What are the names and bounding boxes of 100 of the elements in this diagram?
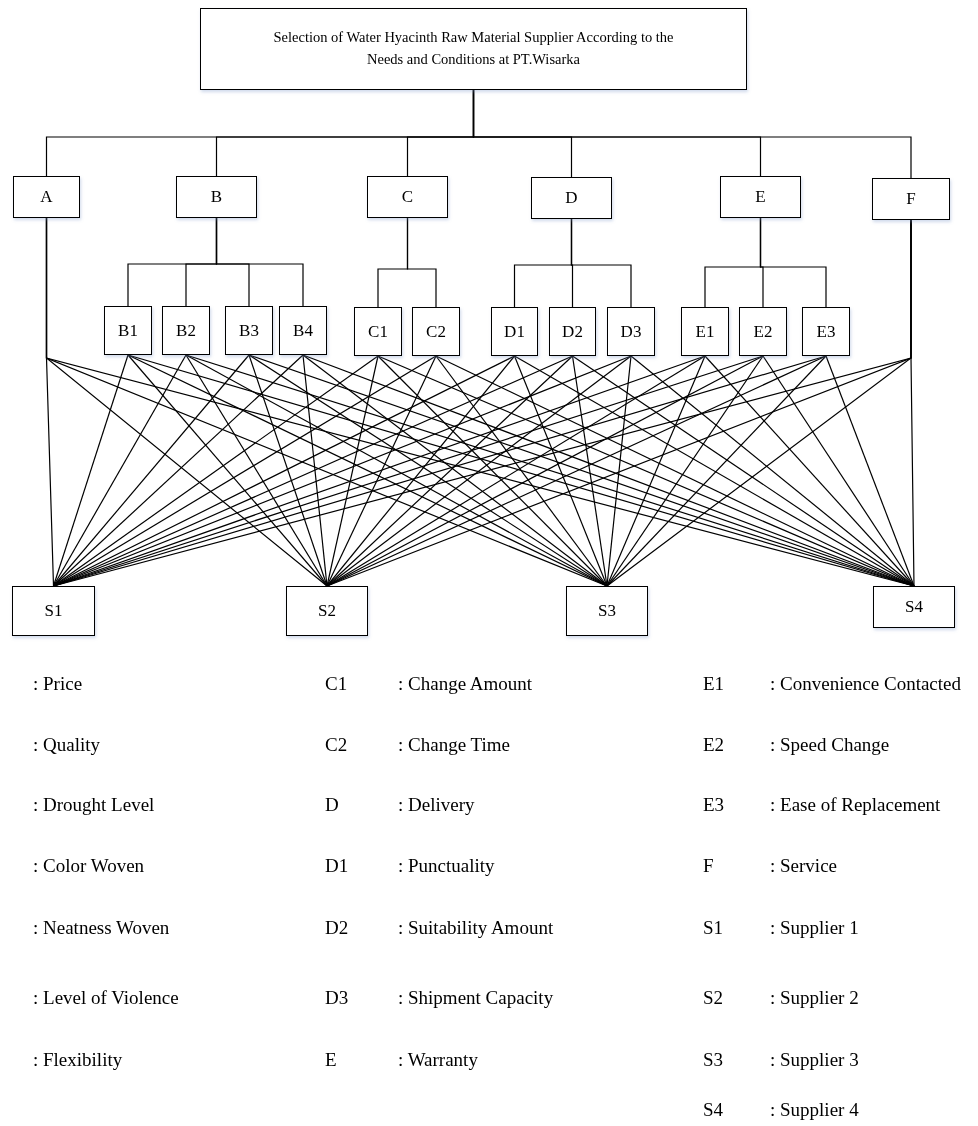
node-label: Selection of Water Hyacinth Raw Material Supplier According to the Needs and Conditions at PT.Wisarka (272, 28, 675, 69)
connector-line (326, 355, 516, 587)
connector-line (606, 355, 706, 587)
connector-line (472, 89, 912, 179)
legend-description: : Suitability Amount (398, 917, 554, 939)
connector-line (606, 355, 827, 587)
node-label: D (565, 187, 578, 210)
criterion-box (104, 306, 152, 355)
node-label: A (40, 186, 53, 209)
criterion-box (549, 307, 596, 356)
legend-code: E3 (703, 794, 725, 816)
legend-description: : Supplier 2 (770, 987, 859, 1009)
legend-code: S4 (703, 1099, 724, 1121)
legend-code: C1 (325, 673, 348, 695)
legend-description: : Color Woven (33, 855, 145, 877)
criterion-box (367, 176, 448, 218)
connector-line (759, 217, 827, 308)
connector-line (825, 355, 915, 587)
legend-code: D2 (325, 917, 349, 939)
criterion-box (802, 307, 850, 356)
legend-code: S1 (703, 917, 724, 939)
legend-description: : Change Amount (398, 673, 533, 695)
legend-code: D (325, 794, 339, 816)
connector-line (570, 218, 632, 308)
node-label: D3 (620, 320, 642, 343)
connector-line (326, 355, 437, 587)
criterion-box (225, 306, 273, 355)
connector-line (704, 355, 915, 587)
criterion-box (279, 306, 327, 355)
node-label: E3 (816, 320, 836, 343)
node-label: E2 (753, 320, 773, 343)
legend-description: : Speed Change (770, 734, 890, 756)
connector-line (606, 355, 632, 587)
legend-description: : Flexibility (33, 1049, 123, 1071)
node-label: C1 (368, 320, 388, 343)
criterion-box (531, 177, 612, 219)
legend-description: : Supplier 4 (770, 1099, 859, 1121)
legend-code: S2 (703, 987, 724, 1009)
node-label: C (401, 186, 414, 209)
node-label: D1 (504, 320, 525, 343)
legend-code: D1 (325, 855, 349, 877)
legend-description: : Drought Level (33, 794, 155, 816)
legend-code: D3 (325, 987, 349, 1009)
legend-code: F (703, 855, 714, 877)
node-label: B3 (239, 319, 259, 342)
goal-box (200, 8, 747, 90)
legend-description: : Quality (33, 734, 101, 756)
legend-description: : Punctuality (398, 855, 495, 877)
legend-description: : Warranty (398, 1049, 478, 1071)
criterion-box (607, 307, 655, 356)
connector-line (52, 354, 129, 587)
node-label: B2 (176, 319, 196, 342)
criterion-box (872, 178, 950, 220)
node-label: D2 (562, 320, 583, 343)
node-label: S2 (318, 600, 336, 623)
legend-code: E2 (703, 734, 725, 756)
legend-description: : Change Time (398, 734, 510, 756)
connector-line (606, 355, 764, 587)
legend-description: : Neatness Woven (33, 917, 170, 939)
criterion-box (286, 586, 368, 636)
criterion-box (412, 307, 460, 356)
legend-description: : Delivery (398, 794, 475, 816)
criterion-box (681, 307, 729, 356)
criterion-box (13, 176, 80, 218)
legend-description: : Level of Violence (33, 987, 179, 1009)
connector-line (571, 355, 608, 587)
connector-line (435, 355, 608, 587)
criterion-box (354, 307, 402, 356)
criterion-box (162, 306, 210, 355)
node-label: F (906, 188, 916, 211)
criterion-box (566, 586, 648, 636)
legend-code: S3 (703, 1049, 724, 1071)
connector-line (248, 354, 328, 587)
legend-description: : Shipment Capacity (398, 987, 554, 1009)
criterion-box (176, 176, 257, 218)
legend-code: E (325, 1049, 337, 1071)
connector-line (215, 217, 304, 307)
legend-description: : Price (33, 673, 83, 695)
connector-line (762, 355, 915, 587)
node-label: E (755, 186, 766, 209)
connector-line (406, 217, 437, 308)
legend-code: E1 (703, 673, 725, 695)
criterion-box (739, 307, 787, 356)
legend-code: C2 (325, 734, 348, 756)
legend-description: : Service (770, 855, 837, 877)
node-label: S4 (905, 596, 923, 619)
node-label: B (210, 186, 223, 209)
legend-description: : Supplier 1 (770, 917, 859, 939)
criterion-box (873, 586, 955, 628)
legend-description: : Convenience Contacted (770, 673, 961, 695)
node-label: B4 (293, 319, 313, 342)
node-label: S1 (44, 600, 63, 623)
connector-line (52, 354, 187, 587)
criterion-box (12, 586, 95, 636)
criterion-box (491, 307, 538, 356)
legend-description: : Supplier 3 (770, 1049, 859, 1071)
node-label: B1 (118, 319, 138, 342)
legend-description: : Ease of Replacement (770, 794, 941, 816)
node-label: E1 (695, 320, 715, 343)
connector-line (127, 354, 328, 587)
